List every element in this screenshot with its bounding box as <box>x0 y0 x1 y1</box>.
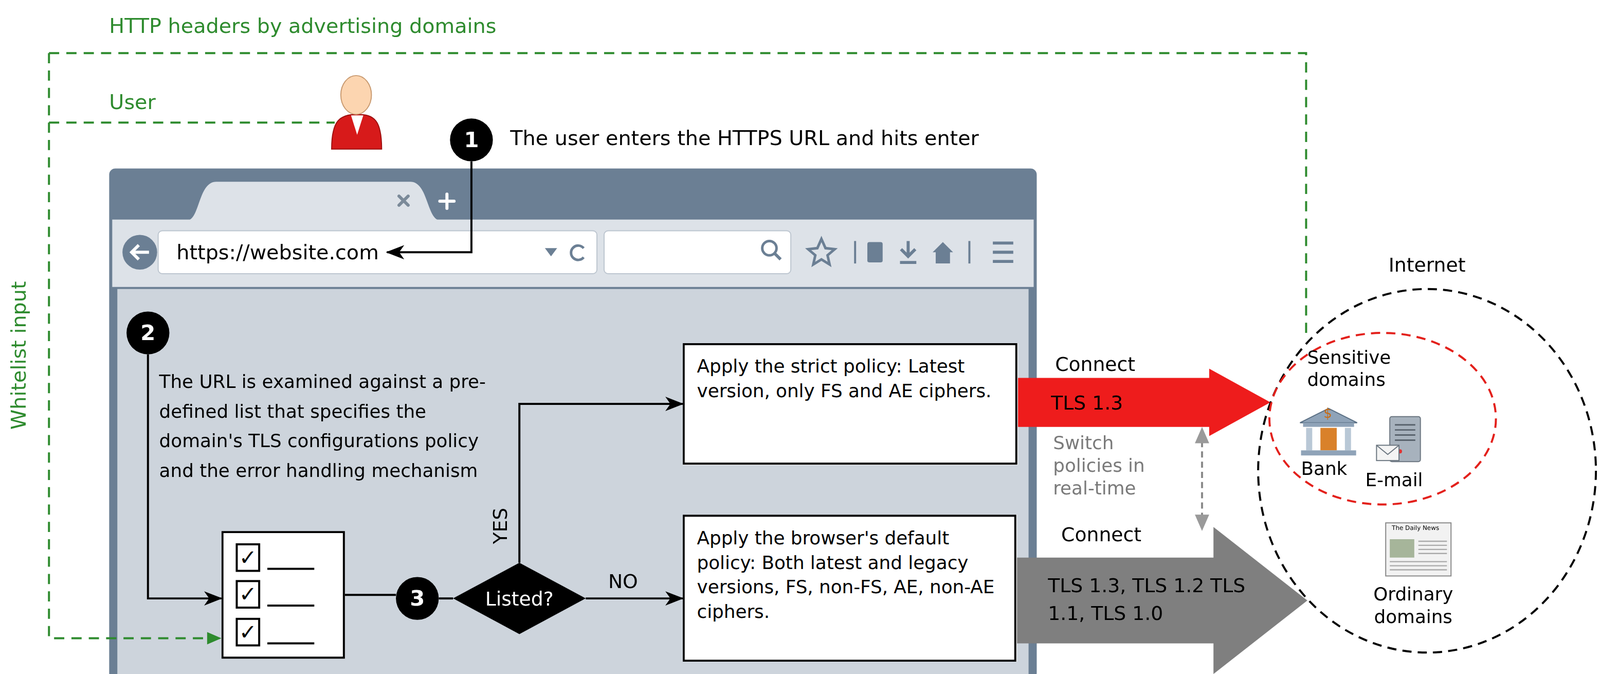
checklist-row: ✓ <box>235 542 343 572</box>
node-text: 2 <box>140 320 156 345</box>
home-icon <box>932 241 954 264</box>
node-text: Apply the browser's default policy: Both… <box>697 525 1003 624</box>
user-head <box>340 75 372 115</box>
connector <box>387 161 472 253</box>
browser-tab <box>186 181 441 221</box>
back-arrow <box>131 244 150 260</box>
protocol-label: TLS 1.3, TLS 1.2 TLS 1.1, TLS 1.0 <box>1047 571 1252 627</box>
search-field <box>604 230 791 274</box>
connector <box>585 596 683 599</box>
switch-arrow <box>1201 440 1204 517</box>
default-policy-box: Apply the browser's default policy: Both… <box>682 514 1017 662</box>
download-icon <box>899 240 917 263</box>
address-bar: https://website.com <box>168 234 387 270</box>
region-label: User <box>108 88 156 116</box>
connector <box>519 403 683 563</box>
step-text: The user enters the HTTPS URL and hits e… <box>510 124 979 152</box>
dropdown <box>544 247 558 257</box>
domain-label: Ordinary domains <box>1352 582 1475 628</box>
user-body <box>331 114 382 149</box>
node-text: 3 <box>409 585 425 611</box>
switch-note: Switch policies in real-time <box>1052 431 1184 500</box>
reload <box>571 245 585 260</box>
node-shape <box>126 311 170 354</box>
checklist-line <box>267 603 315 607</box>
tab-close <box>398 195 409 206</box>
checklist: ✓ ✓ ✓ <box>221 530 345 659</box>
connection-arrow <box>1016 526 1308 674</box>
strict-policy-box: Apply the strict policy: Latest version,… <box>682 342 1018 465</box>
bank-symbol: $ <box>1323 406 1332 421</box>
node-text: ✓ <box>235 616 261 646</box>
node-text: Sensitive domains <box>1306 346 1430 391</box>
edge-label: NO <box>608 569 639 593</box>
node-text: 1 <box>463 127 479 153</box>
region-label: Whitelist input <box>5 280 32 429</box>
connector <box>344 593 396 596</box>
node-text: ✓ <box>235 579 261 609</box>
star-icon <box>808 238 835 265</box>
tab-add <box>439 193 454 209</box>
browser-content <box>117 288 1029 674</box>
search-icon <box>762 240 777 256</box>
newspaper-title: The Daily News <box>1391 523 1440 532</box>
node-shape <box>449 118 493 161</box>
checklist-line <box>267 640 315 644</box>
node-text: https://website.com <box>176 239 379 265</box>
address-field <box>158 230 597 274</box>
callout-number: 3 <box>395 576 439 620</box>
node-text: Apply the strict policy: Latest version,… <box>697 354 1004 404</box>
email-server-icon <box>1376 416 1421 462</box>
connector <box>438 596 453 599</box>
separator <box>853 240 857 264</box>
node-text: Listed? <box>485 586 554 610</box>
edge-label: Connect <box>1061 522 1142 545</box>
domain-label: Bank <box>1300 455 1348 482</box>
back-button <box>122 234 157 270</box>
region-label: HTTP headers by advertising domains <box>108 12 497 40</box>
toolbar <box>112 219 1034 287</box>
callout-number: 2 <box>126 311 170 354</box>
user-collar <box>351 115 364 135</box>
whitelist-arrowhead <box>207 631 222 645</box>
node-text: Internet <box>1257 252 1597 276</box>
browser-frame <box>108 168 1037 674</box>
edge-label: YES <box>488 507 512 544</box>
checklist-row: ✓ <box>235 579 343 609</box>
newspaper-icon <box>1385 522 1451 576</box>
checklist-line <box>267 566 315 570</box>
menu-icon <box>992 242 1014 262</box>
domain-label: E-mail <box>1365 466 1424 494</box>
node-text: ✓ <box>235 542 261 572</box>
step-text: The URL is examined against a pre-define… <box>159 366 497 485</box>
node-shape <box>1258 288 1596 653</box>
node-shape <box>452 562 586 634</box>
switch-arrowheads <box>1194 426 1210 531</box>
node-shape <box>395 576 439 620</box>
connection-arrow <box>1017 368 1271 436</box>
checklist-row: ✓ <box>235 616 343 646</box>
clipboard-icon <box>867 241 883 263</box>
separator <box>968 240 971 264</box>
node-shape <box>1269 332 1497 504</box>
decision-diamond: Listed? <box>452 562 586 634</box>
search-icon <box>774 252 781 260</box>
callout-number: 1 <box>449 118 493 161</box>
protocol-label: TLS 1.3 <box>1050 388 1123 416</box>
edge-label: Connect <box>1055 352 1136 375</box>
